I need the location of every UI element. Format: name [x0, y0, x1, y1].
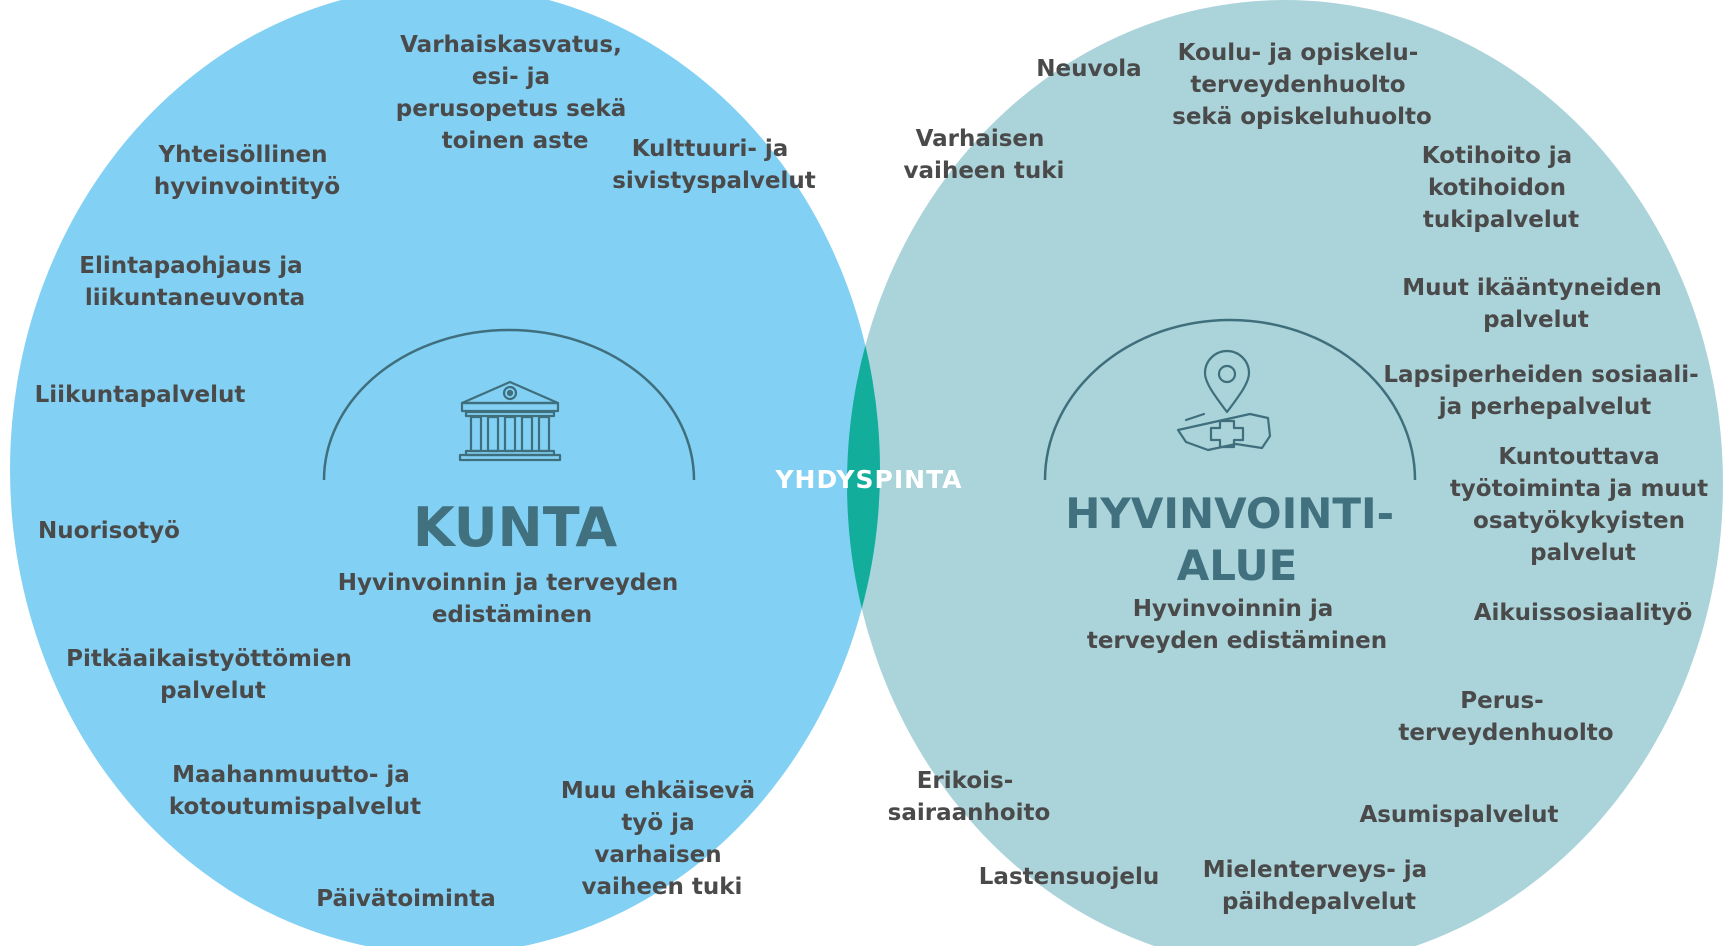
item-line: palvelut: [1530, 540, 1636, 566]
right-item-koulu: Koulu- ja opiskelu- terveydenhuolto sekä…: [1172, 40, 1432, 130]
item-line: Muut ikääntyneiden: [1402, 275, 1662, 301]
left-item-muu-ehkaiseva: Muu ehkäisevä työ ja varhaisen vaiheen t…: [561, 778, 763, 900]
right-arc: [1043, 318, 1417, 481]
right-title-line: HYVINVOINTI-: [1065, 489, 1394, 538]
item-line: Varhaisen: [916, 126, 1045, 152]
item-line: perusopetus sekä: [396, 96, 627, 122]
item-line: esi- ja: [472, 64, 550, 90]
item-line: terveydenhuolto: [1190, 72, 1405, 98]
item-line: ja perhepalvelut: [1438, 394, 1652, 420]
item-line: hyvinvointityö: [154, 174, 340, 200]
right-item-erikoissairaanhoito: Erikois- sairaanhoito: [888, 768, 1051, 826]
item-line: Nuorisotyö: [38, 518, 180, 544]
left-title: KUNTA: [413, 496, 618, 559]
item-line: sairaanhoito: [888, 800, 1051, 826]
item-line: Liikuntapalvelut: [35, 382, 246, 408]
item-line: Lapsiperheiden sosiaali-: [1383, 362, 1698, 388]
left-subtitle-line: edistäminen: [432, 602, 592, 628]
right-subtitle: Hyvinvoinnin ja terveyden edistäminen: [1087, 596, 1387, 654]
right-title: HYVINVOINTI- ALUE: [1065, 489, 1408, 590]
item-line: Koulu- ja opiskelu-: [1178, 40, 1419, 66]
item-line: toinen aste: [442, 128, 589, 154]
item-line: liikuntaneuvonta: [85, 285, 305, 311]
left-item-nuorisotyo: Nuorisotyö: [38, 518, 180, 544]
item-line: Varhaiskasvatus,: [400, 32, 622, 58]
item-line: Elintapaohjaus ja: [79, 253, 302, 279]
overlap-label: YHDYSPINTA: [774, 465, 962, 494]
item-line: sekä opiskeluhuolto: [1172, 104, 1432, 130]
left-subtitle: Hyvinvoinnin ja terveyden edistäminen: [338, 570, 687, 628]
right-item-neuvola: Neuvola: [1036, 56, 1141, 82]
item-line: osatyökykyisten: [1473, 508, 1685, 534]
item-line: Muu ehkäisevä: [561, 778, 755, 804]
item-line: Lastensuojelu: [979, 864, 1159, 890]
location-health-map-icon: [1176, 349, 1272, 452]
left-item-kulttuuri: Kulttuuri- ja sivistyspalvelut: [612, 136, 816, 194]
right-item-asumispalvelut: Asumispalvelut: [1359, 802, 1558, 828]
item-line: vaiheen tuki: [904, 158, 1065, 184]
item-line: Pitkäaikaistyöttömien: [66, 646, 352, 672]
right-item-lastensuojelu: Lastensuojelu: [979, 864, 1159, 890]
item-line: Yhteisöllinen: [157, 142, 327, 168]
left-item-pitkaaikaistyottomien: Pitkäaikaistyöttömien palvelut: [66, 646, 360, 704]
item-line: Kuntouttava: [1498, 444, 1659, 470]
left-subtitle-line: Hyvinvoinnin ja terveyden: [338, 570, 679, 596]
item-line: vaiheen tuki: [582, 874, 743, 900]
right-subtitle-line: terveyden edistäminen: [1087, 628, 1387, 654]
item-line: terveydenhuolto: [1398, 720, 1613, 746]
item-line: kotoutumispalvelut: [169, 794, 421, 820]
right-item-kuntouttava: Kuntouttava työtoiminta ja muut osatyöky…: [1450, 444, 1716, 566]
item-line: sivistyspalvelut: [612, 168, 816, 194]
item-line: tukipalvelut: [1423, 207, 1579, 233]
left-circle: [10, 0, 880, 946]
right-item-perusterveydenhuolto: Perus- terveydenhuolto: [1398, 688, 1613, 746]
item-line: Kulttuuri- ja: [632, 136, 789, 162]
left-arc: [322, 328, 696, 481]
right-item-lapsiperheiden: Lapsiperheiden sosiaali- ja perhepalvelu…: [1383, 362, 1706, 420]
item-line: varhaisen: [594, 842, 721, 868]
item-line: päihdepalvelut: [1222, 889, 1416, 915]
left-item-liikuntapalvelut: Liikuntapalvelut: [35, 382, 246, 408]
right-item-mielenterveys: Mielenterveys- ja päihdepalvelut: [1203, 857, 1435, 915]
item-line: palvelut: [1483, 307, 1589, 333]
item-line: Asumispalvelut: [1359, 802, 1558, 828]
item-line: Kotihoito ja: [1422, 143, 1572, 169]
item-line: kotihoidon: [1428, 175, 1566, 201]
right-item-muut-ikaantyneiden: Muut ikääntyneiden palvelut: [1402, 275, 1670, 333]
right-item-varhaisen-vaiheen: Varhaisen vaiheen tuki: [904, 126, 1065, 184]
left-item-varhaiskasvatus: Varhaiskasvatus, esi- ja perusopetus sek…: [396, 32, 635, 154]
left-item-yhteisollinen: Yhteisöllinen hyvinvointityö: [154, 142, 340, 200]
item-line: Päivätoiminta: [316, 886, 496, 912]
left-item-paivatoiminta: Päivätoiminta: [316, 886, 496, 912]
item-line: työ ja: [621, 810, 694, 836]
right-item-kotihoito: Kotihoito ja kotihoidon tukipalvelut: [1422, 143, 1580, 233]
municipal-building-icon: [458, 380, 562, 462]
item-line: Maahanmuutto- ja: [172, 762, 410, 788]
right-item-aikuissosiaalityo: Aikuissosiaalityö: [1474, 600, 1693, 626]
right-subtitle-line: Hyvinvoinnin ja: [1133, 596, 1334, 622]
item-line: Erikois-: [917, 768, 1014, 794]
item-line: palvelut: [160, 678, 266, 704]
item-line: Aikuissosiaalityö: [1474, 600, 1693, 626]
item-line: Mielenterveys- ja: [1203, 857, 1427, 883]
item-line: työtoiminta ja muut: [1450, 476, 1708, 502]
left-item-maahanmuutto: Maahanmuutto- ja kotoutumispalvelut: [169, 762, 421, 820]
right-circle: [847, 0, 1723, 946]
item-line: Neuvola: [1036, 56, 1141, 82]
item-line: Perus-: [1460, 688, 1543, 714]
left-item-elintapaohjaus: Elintapaohjaus ja liikuntaneuvonta: [79, 253, 310, 311]
right-title-line: ALUE: [1177, 541, 1298, 590]
